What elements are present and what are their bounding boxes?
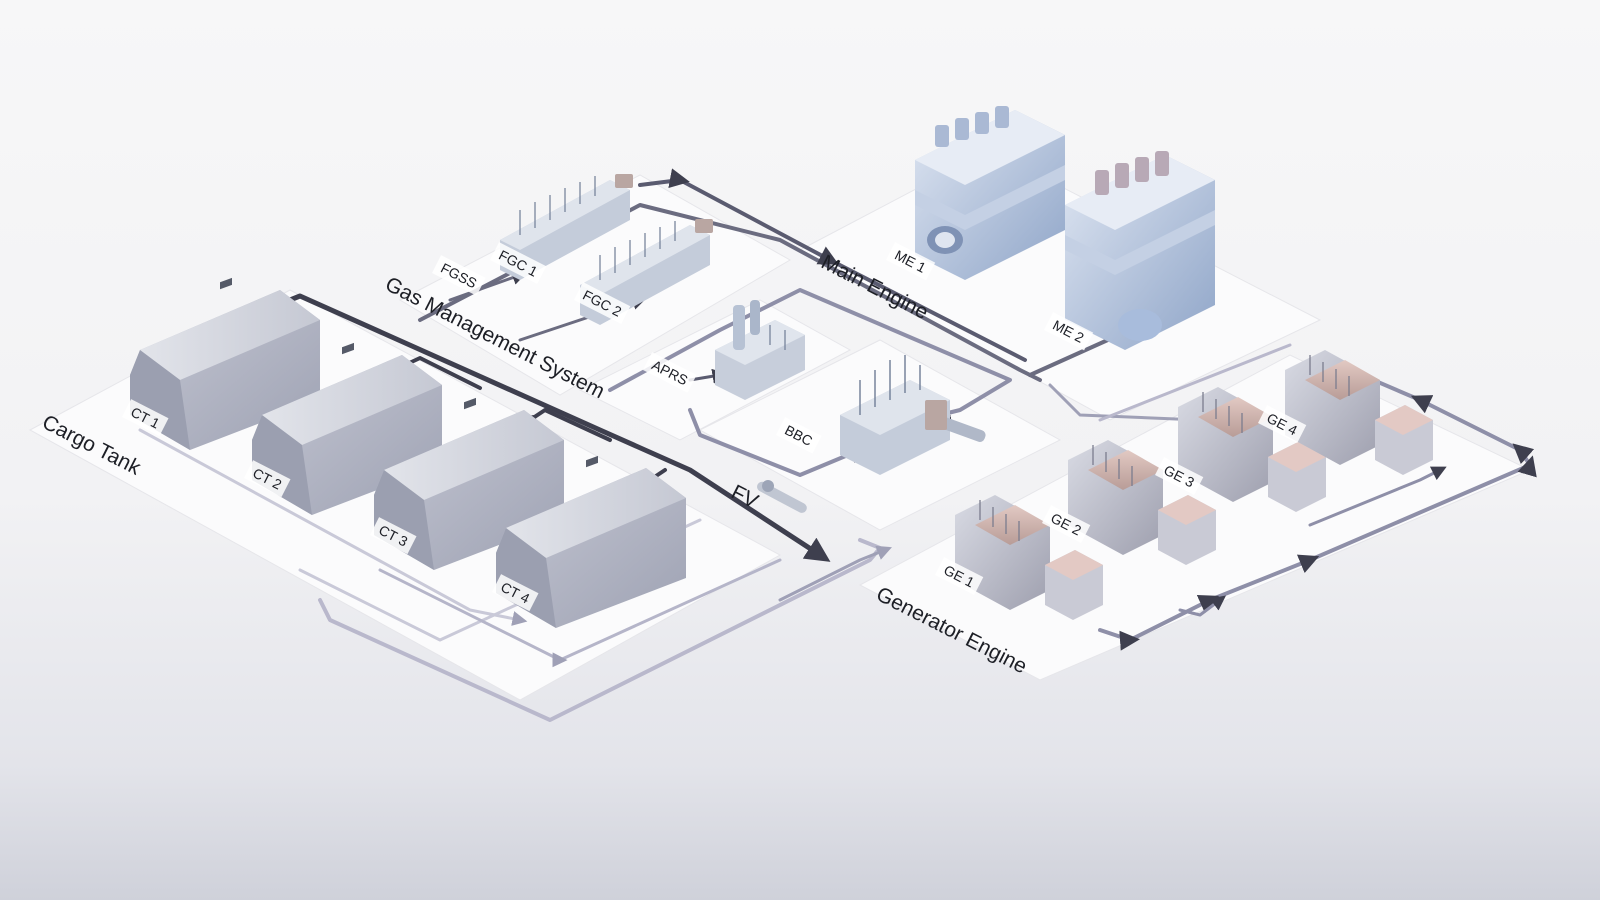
pipe-bbc-loop [688,408,870,477]
pipe-ge-to-bbc [1098,343,1292,422]
generator-engines [955,350,1433,620]
pipe-ge-outer [1098,368,1537,651]
pipe-cargo-feed-ct3 [516,408,612,442]
generator-engine-2-unit[interactable] [1068,440,1216,565]
generator-engine-3-unit[interactable] [1178,387,1326,512]
generator-engine-4-unit[interactable] [1285,350,1433,475]
pipe-cargo-feed-main [287,293,831,562]
pipe-fgc-to-me [638,168,1027,362]
aprs-unit[interactable] [715,300,805,400]
pipe-ct2-ct4 [378,558,782,668]
pipe-aprs-loop [608,288,1012,423]
pipe-ge-inner [1178,595,1226,617]
pipe-fv-loop [778,545,892,602]
main-engine-1-unit[interactable] [915,106,1065,280]
fv-unit[interactable] [755,480,808,515]
bbc-unit[interactable] [840,355,987,475]
main-engine-2-unit[interactable] [1065,151,1215,350]
pipe-ge-top [1308,466,1447,527]
